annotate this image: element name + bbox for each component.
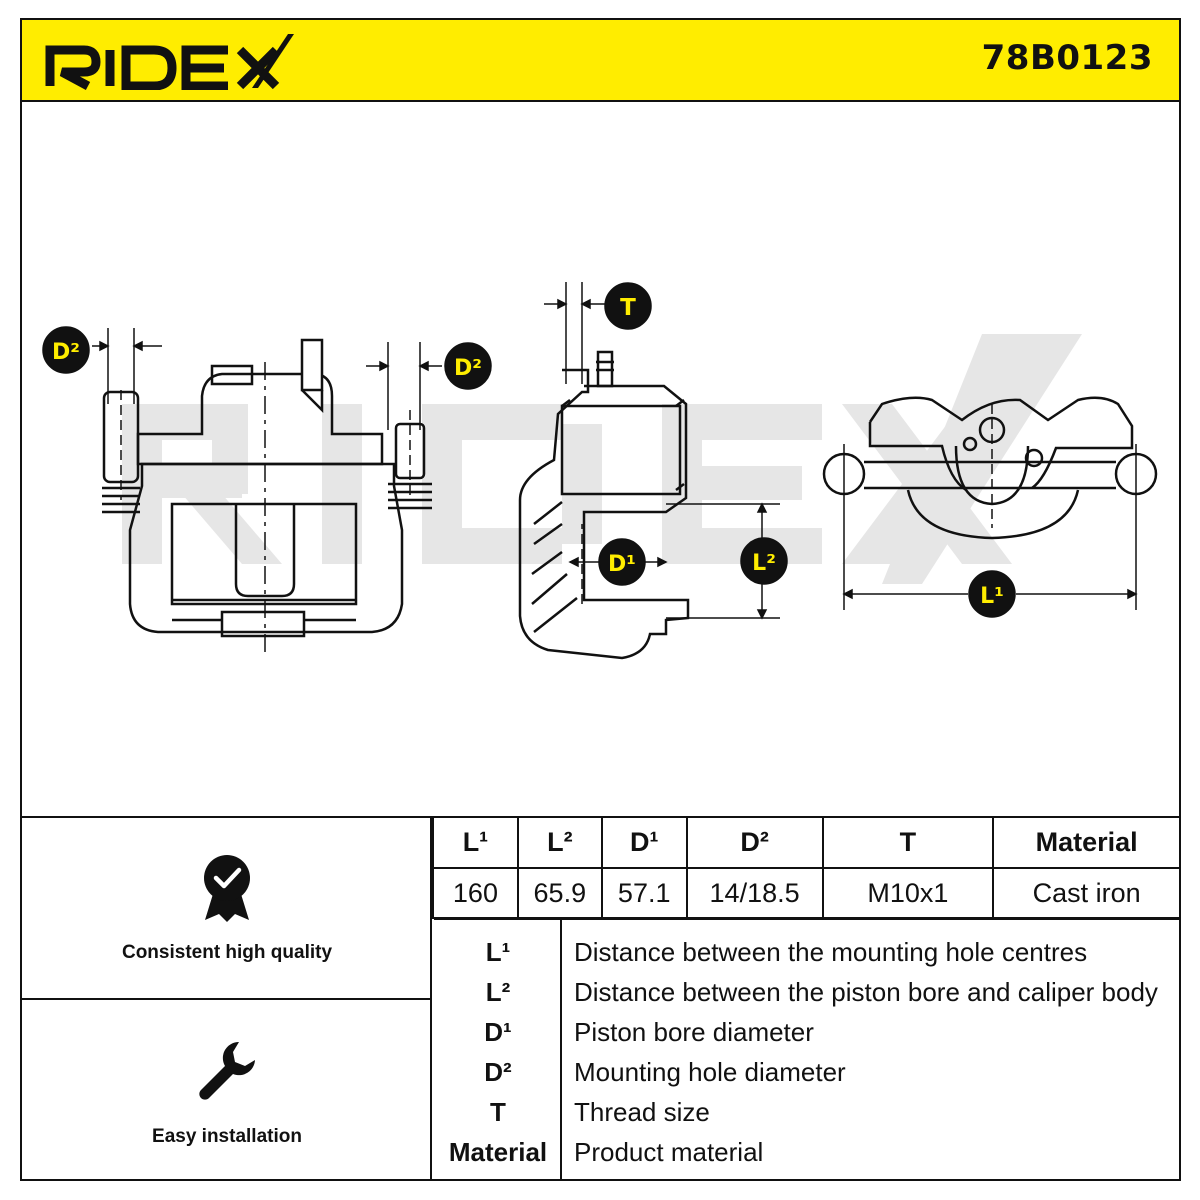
dimension-l1 [842,570,1138,618]
legend-row: T Thread size [434,1092,1179,1132]
legend-description: Thread size [574,1097,710,1127]
brand-logo [44,32,294,95]
legend-description: Piston bore diameter [574,1017,814,1047]
quality-badge-icon [199,854,255,929]
spec-section: Consistent high quality Easy installatio… [22,816,1179,1181]
dimension-d1 [568,538,668,586]
legend-key: D² [484,1057,512,1087]
legend-description: Distance between the mounting hole centr… [574,937,1088,967]
callout-l2: L² [752,551,776,576]
callout-l1: L¹ [980,584,1004,609]
legend-key: D¹ [484,1017,512,1047]
legend-table: L¹ Distance between the mounting hole ce… [434,918,1179,1181]
legend-row: D² Mounting hole diameter [434,1052,1179,1092]
feature-label: Consistent high quality [121,942,333,963]
spec-header-cell: D¹ [600,818,688,869]
spec-value-cell: Cast iron [992,867,1179,919]
wrench-icon [195,1038,259,1107]
dimension-l2 [666,502,788,620]
spec-value-cell: M10x1 [821,867,995,919]
callout-d1: D¹ [608,552,636,577]
spec-header-row: L¹ L² D¹ D² T Material [432,818,1179,869]
callout-d2-left: D² [52,340,80,365]
spec-header-cell: L² [516,818,603,869]
legend-description: Product material [574,1137,764,1167]
watermark-logo [122,334,1082,584]
spec-header-cell: D² [685,818,824,869]
caliper-front-view [102,338,432,656]
spec-value-cell: 57.1 [600,867,688,919]
callout-d2-right: D² [454,356,482,381]
spec-value-row: 160 65.9 57.1 14/18.5 M10x1 Cast iron [432,867,1179,919]
legend-key: L² [485,977,511,1007]
spec-value-cell: 160 [432,867,519,919]
feature-label: Easy installation [152,1126,302,1147]
feature-installation: Easy installation [22,1002,432,1181]
legend-row: Material Product material [434,1132,1179,1172]
callout-t: T [620,295,636,321]
legend-row: D¹ Piston bore diameter [434,1012,1179,1052]
features-panel: Consistent high quality Easy installatio… [22,818,432,1181]
header-bar: 78B0123 [22,20,1179,102]
dimension-d2-right [366,342,492,430]
spec-value-cell: 14/18.5 [685,867,824,919]
spec-header-cell: L¹ [432,818,519,869]
feature-quality: Consistent high quality [22,818,432,1000]
caliper-top-view [822,396,1158,610]
legend-description: Mounting hole diameter [574,1057,846,1087]
legend-key: T [490,1097,506,1127]
spec-table: L¹ L² D¹ D² T Material 160 65.9 57.1 14/… [432,818,1179,919]
spec-value-cell: 65.9 [516,867,603,919]
legend-key: Material [448,1137,548,1167]
legend-key: L¹ [485,937,511,967]
part-number: 78B0123 [981,38,1153,78]
legend-row: L¹ Distance between the mounting hole ce… [434,932,1179,972]
legend-keys-column [434,920,562,1181]
spec-header-cell: Material [992,818,1179,869]
spec-sheet: 78B0123 [20,18,1181,1181]
dimension-d2-left [42,326,162,404]
legend-description: Distance between the piston bore and cal… [574,977,1158,1007]
spec-header-cell: T [821,818,995,869]
legend-row: L² Distance between the piston bore and … [434,972,1179,1012]
dimension-t [544,282,652,384]
technical-drawing: D² D² [22,104,1179,816]
